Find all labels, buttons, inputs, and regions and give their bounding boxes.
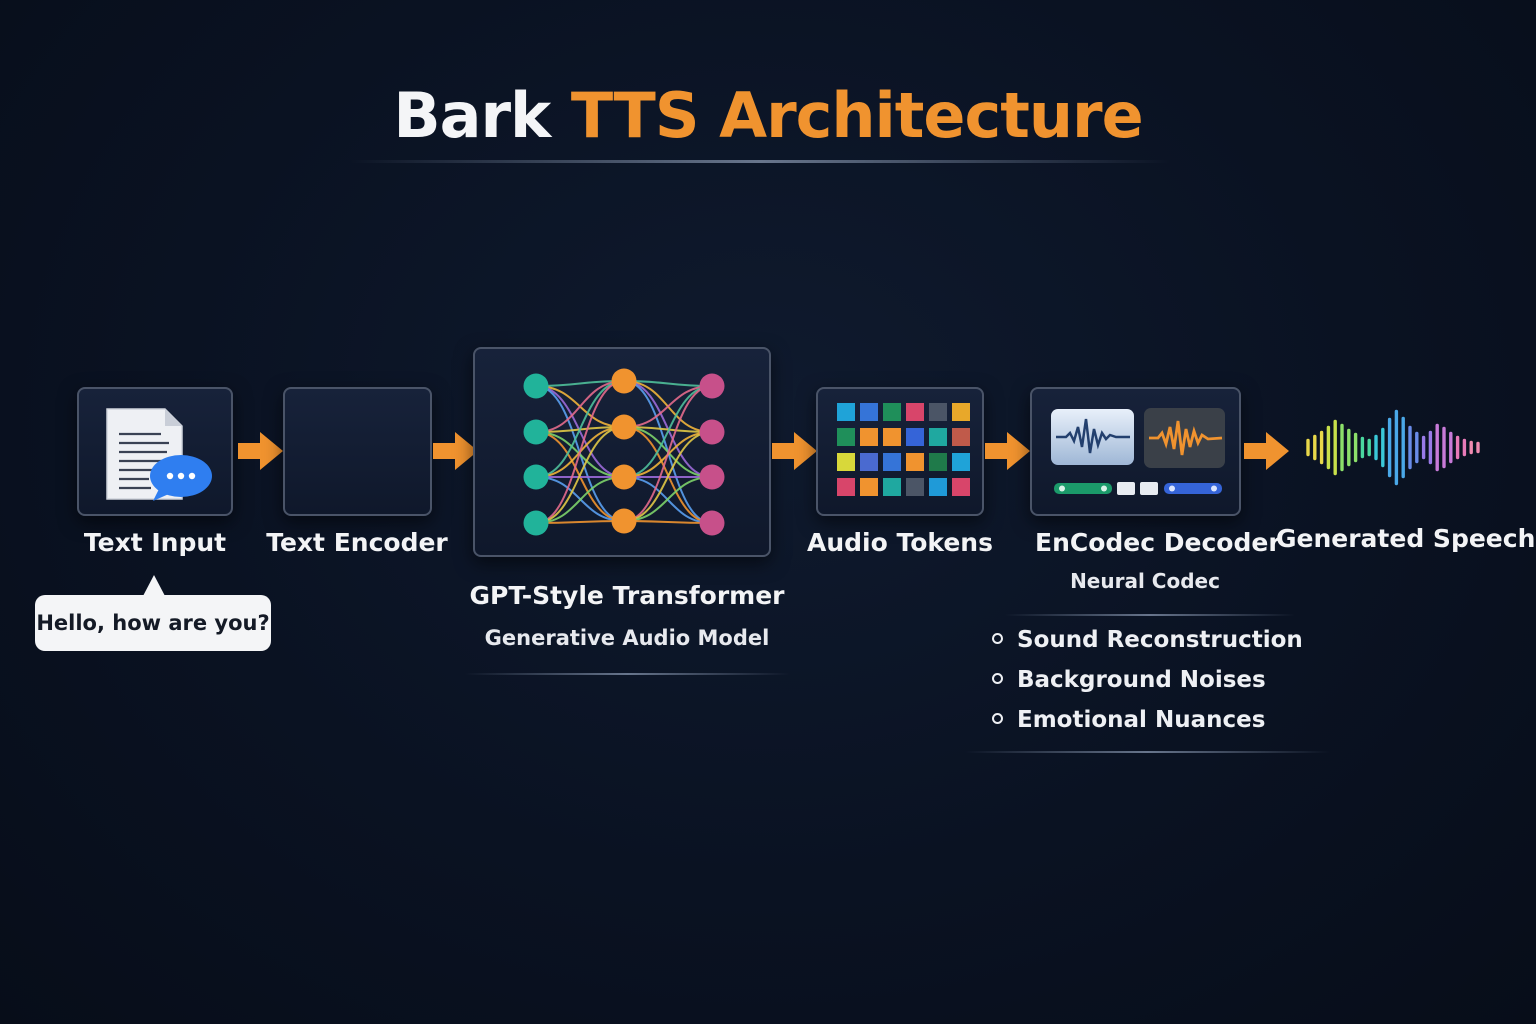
feature-text: Sound Reconstruction bbox=[1017, 627, 1303, 653]
audio-tokens-box bbox=[816, 387, 984, 516]
list-item: Background Noises bbox=[992, 660, 1303, 700]
decoder-feature-list: Sound Reconstruction Background Noises E… bbox=[992, 620, 1303, 740]
transformer-box bbox=[473, 347, 771, 557]
text-encoder-label: Text Encoder bbox=[266, 528, 448, 557]
feature-text: Emotional Nuances bbox=[1017, 707, 1266, 733]
encodec-decoder-label: EnCodec Decoder bbox=[1035, 528, 1281, 557]
encodec-decoder-box bbox=[1030, 387, 1241, 516]
decoder-bottom-divider bbox=[965, 751, 1330, 753]
transformer-sublabel: Generative Audio Model bbox=[484, 626, 770, 650]
encodec-decoder-sublabel: Neural Codec bbox=[1070, 569, 1220, 593]
text-encoder-box bbox=[283, 387, 432, 516]
arrow-right-icon bbox=[772, 432, 817, 470]
waveform-icon bbox=[308, 416, 411, 488]
arrow-right-icon bbox=[238, 432, 283, 470]
bullet-icon bbox=[992, 673, 1003, 684]
colorful-waveform-icon bbox=[1306, 409, 1480, 486]
generated-speech-label: Generated Speech bbox=[1276, 524, 1536, 553]
title-divider bbox=[350, 160, 1170, 163]
bullet-icon bbox=[992, 713, 1003, 724]
arrow-right-icon bbox=[985, 432, 1030, 470]
audio-tokens-label: Audio Tokens bbox=[807, 528, 993, 557]
transformer-label: GPT-Style Transformer bbox=[469, 581, 785, 610]
arrow-right-icon bbox=[1244, 432, 1289, 470]
bubble-tail bbox=[143, 575, 165, 596]
token-grid-icon bbox=[837, 403, 970, 496]
bullet-icon bbox=[992, 633, 1003, 644]
document-chat-icon bbox=[106, 408, 212, 501]
codec-waveforms-icon bbox=[1051, 408, 1225, 495]
text-input-box bbox=[77, 387, 233, 516]
input-example-bubble: Hello, how are you? bbox=[35, 595, 271, 651]
neural-network-icon bbox=[523, 368, 725, 536]
title-bark: Bark bbox=[393, 79, 551, 152]
decoder-top-divider bbox=[1005, 614, 1295, 616]
list-item: Emotional Nuances bbox=[992, 700, 1303, 740]
arrow-right-icon bbox=[433, 432, 478, 470]
text-input-label: Text Input bbox=[83, 528, 227, 557]
title-tts-architecture: TTS Architecture bbox=[570, 79, 1144, 152]
page-title: Bark TTS Architecture bbox=[0, 78, 1536, 154]
feature-text: Background Noises bbox=[1017, 667, 1266, 693]
transformer-divider bbox=[465, 673, 790, 675]
list-item: Sound Reconstruction bbox=[992, 620, 1303, 660]
